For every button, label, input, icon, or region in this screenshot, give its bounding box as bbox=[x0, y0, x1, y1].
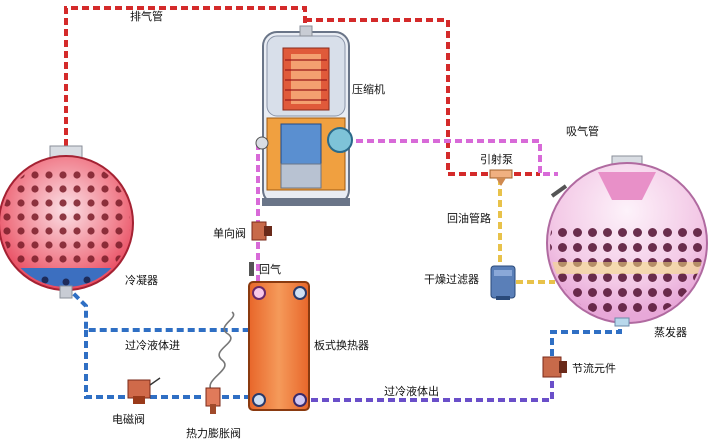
throttle-element bbox=[542, 356, 567, 378]
return-gas-marker bbox=[249, 262, 254, 276]
compressor-label: 压缩机 bbox=[352, 82, 385, 96]
solenoid-valve bbox=[127, 377, 161, 404]
oil-return-pipe bbox=[498, 178, 555, 284]
thermal-expansion-valve bbox=[205, 311, 235, 414]
condenser-label: 冷凝器 bbox=[125, 273, 158, 287]
subcooled-out-pipe bbox=[300, 376, 554, 402]
plate-heat-exchanger-label: 板式换热器 bbox=[314, 338, 369, 352]
drier-filter-label: 干燥过滤器 bbox=[424, 273, 479, 286]
drier-filter bbox=[490, 265, 516, 300]
discharge-pipe-label: 排气管 bbox=[130, 9, 163, 23]
check-valve-label: 单向阀 bbox=[213, 226, 246, 240]
ejector-pump bbox=[489, 169, 513, 186]
evaporator-label: 蒸发器 bbox=[654, 325, 687, 339]
throttle-element-label: 节流元件 bbox=[572, 361, 616, 375]
suction-pipe bbox=[256, 139, 558, 292]
solenoid-valve-label: 电磁阀 bbox=[112, 412, 145, 426]
suction-pipe-label: 吸气管 bbox=[566, 124, 599, 138]
evaporator bbox=[546, 155, 708, 327]
return-gas-label: 回气 bbox=[259, 262, 281, 276]
condenser bbox=[0, 145, 134, 299]
compressor bbox=[255, 25, 353, 206]
oil-return-line-label: 回油管路 bbox=[447, 211, 491, 225]
thermal-expansion-valve-label: 热力膨胀阀 bbox=[186, 426, 241, 440]
check-valve bbox=[251, 221, 272, 241]
ejector-pump-label: 引射泵 bbox=[480, 152, 513, 166]
subcooled-liquid-in-label: 过冷液体进 bbox=[125, 338, 180, 352]
plate-heat-exchanger bbox=[248, 281, 310, 411]
subcooled-liquid-out-label: 过冷液体出 bbox=[384, 384, 439, 398]
